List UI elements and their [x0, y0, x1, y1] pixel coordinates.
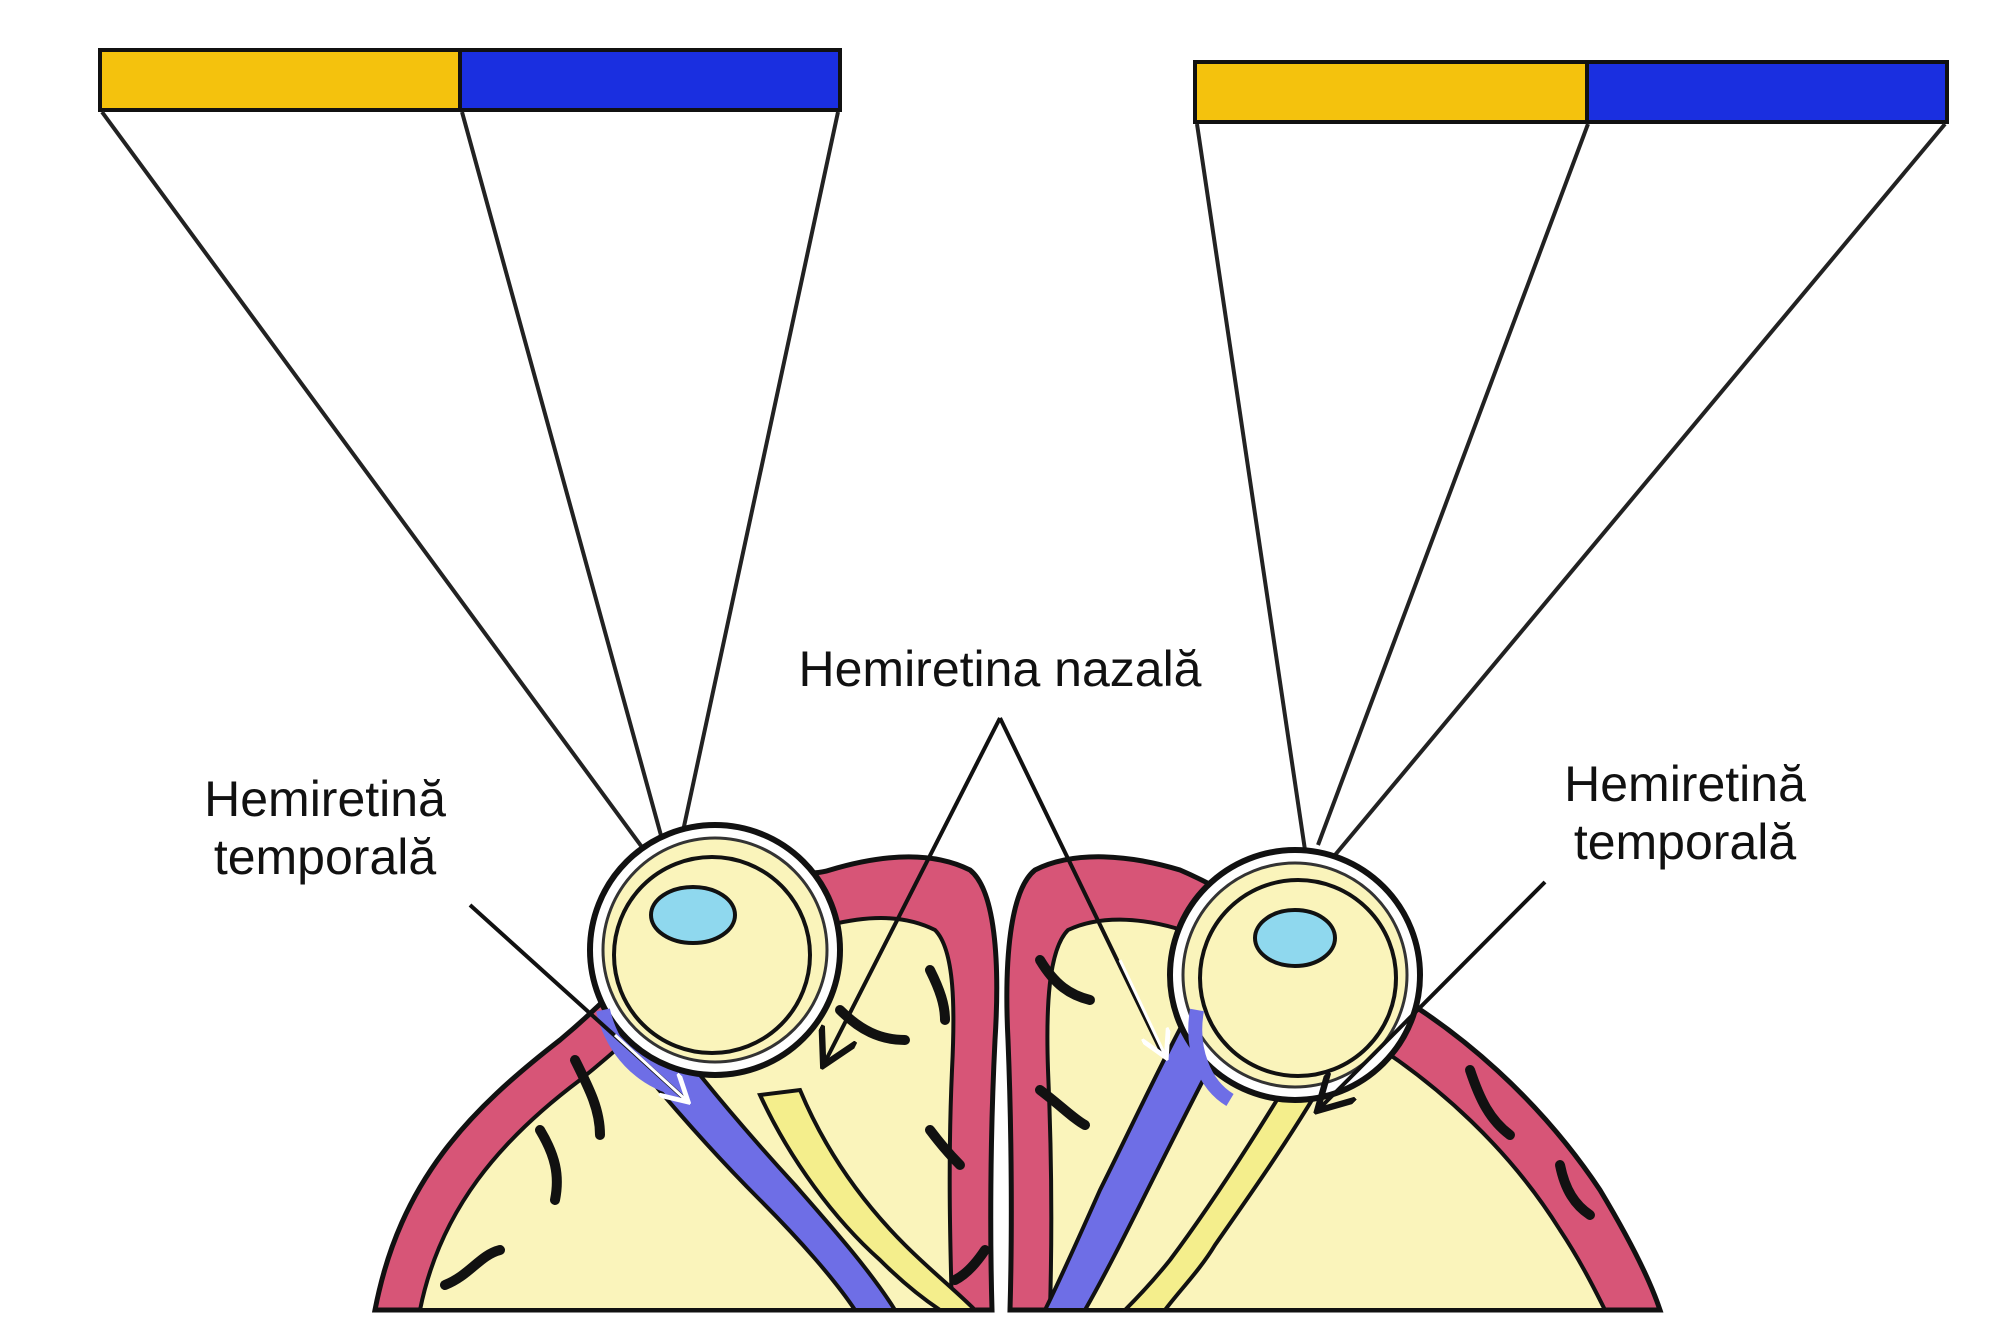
cortex-sulci [440, 955, 1595, 1290]
label-nasal-hemiretina: Hemiretina nazală [798, 641, 1202, 697]
left-temporal-optic-pathway [757, 1087, 980, 1312]
right-field-temporal-half [1585, 60, 1949, 124]
arrow-icon [825, 717, 1002, 1062]
right-visual-field [1193, 60, 1949, 124]
left-field-temporal-half [98, 48, 462, 112]
arrow-icon [998, 717, 1165, 1056]
label-left-temporal-hemiretina: Hemiretină temporală [165, 770, 485, 886]
projection-lines-right [1195, 122, 1947, 857]
left-field-nasal-half [458, 48, 842, 112]
right-temporal-optic-pathway [1120, 1093, 1319, 1312]
arrow-icon [1118, 959, 1165, 1055]
left-lens-icon [649, 885, 737, 945]
arrow-icon [613, 1033, 686, 1100]
label-right-temporal-line1: Hemiretină [1564, 756, 1806, 812]
right-nasal-hemiretina [1188, 1008, 1234, 1106]
pointer-arrows [468, 717, 1547, 1108]
label-left-temporal-line1: Hemiretină [204, 771, 446, 827]
right-nasal-optic-pathway [1041, 1007, 1235, 1312]
brain-section [371, 854, 1664, 1313]
label-right-temporal-line2: temporală [1573, 814, 1797, 870]
arrow-icon [1320, 880, 1547, 1108]
right-eye-icon [1167, 847, 1423, 1106]
left-visual-field [98, 48, 842, 112]
left-eye-icon [587, 822, 843, 1097]
right-field-nasal-half [1193, 60, 1589, 124]
right-lens-icon [1253, 908, 1337, 968]
projection-lines-left [100, 110, 840, 860]
label-right-temporal-hemiretina: Hemiretină temporală [1525, 755, 1845, 871]
label-left-temporal-line2: temporală [213, 829, 437, 885]
